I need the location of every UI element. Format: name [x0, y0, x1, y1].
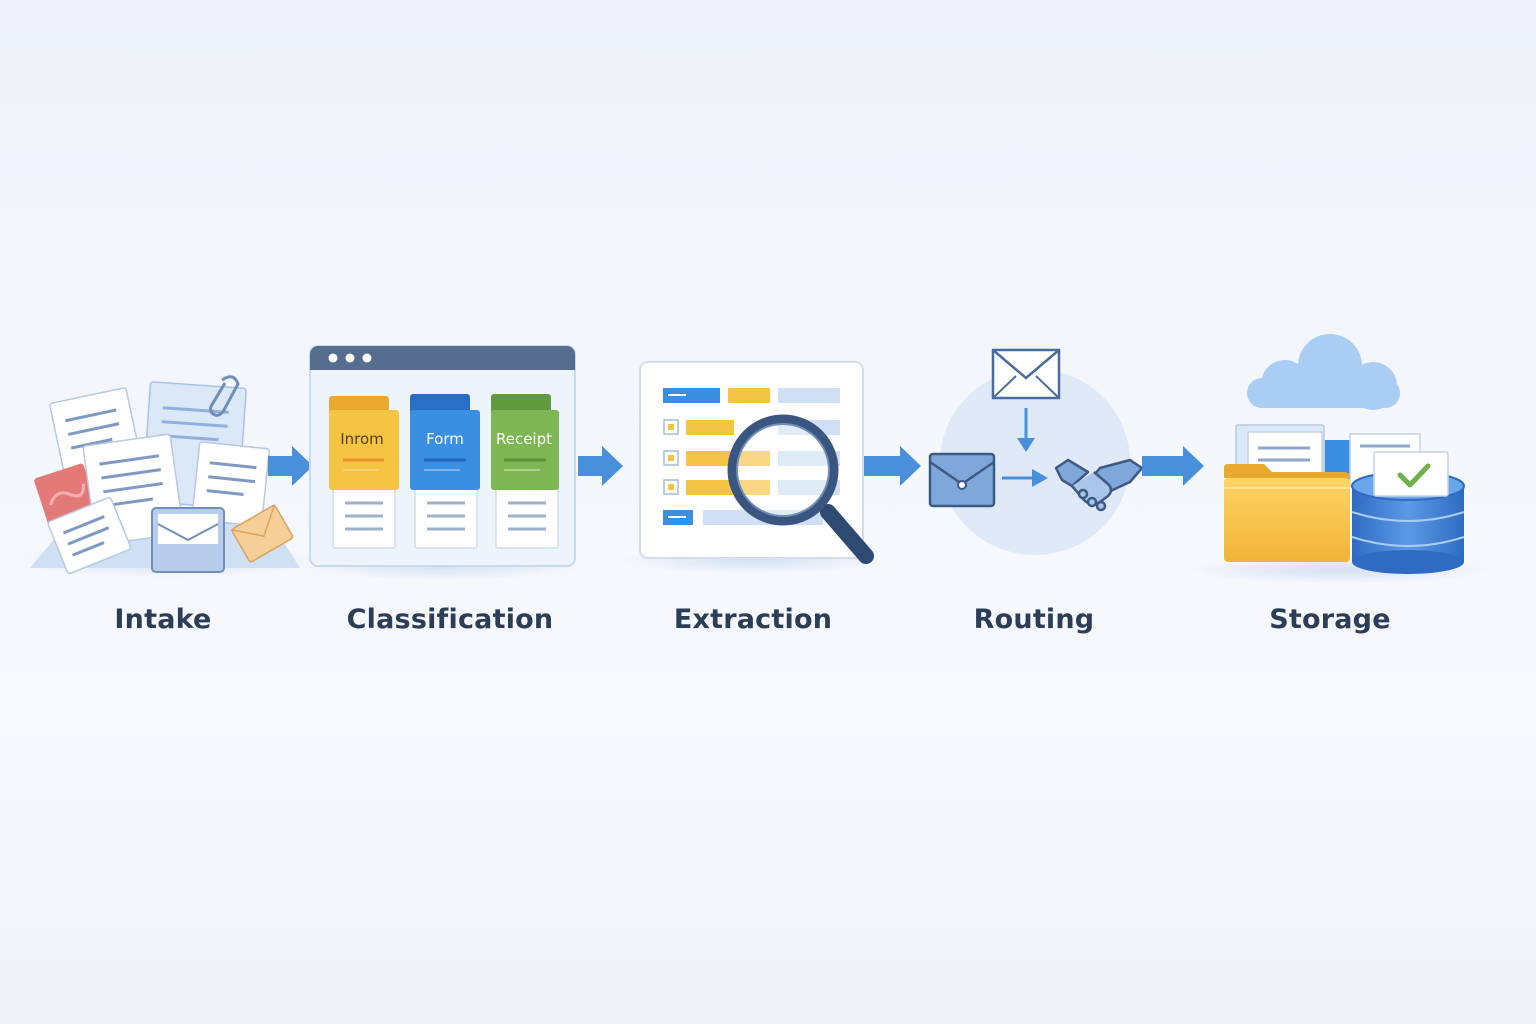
stage-label-intake: Intake — [114, 604, 212, 635]
storage-icon — [1190, 334, 1490, 584]
flow-arrow-3 — [864, 446, 921, 486]
stage-label-classification: Classification — [346, 604, 554, 635]
stage-label-storage: Storage — [1269, 604, 1391, 635]
check-icon — [1397, 463, 1431, 488]
classification-icon: Inrom Form Receipt — [302, 345, 582, 580]
flow-arrow-1 — [268, 446, 313, 486]
folder-label-form: Form — [426, 430, 464, 448]
folder-inrom — [329, 410, 399, 490]
stage-label-routing: Routing — [973, 604, 1095, 635]
flow-arrow-4 — [1142, 446, 1204, 486]
folder-label-receipt: Receipt — [496, 430, 552, 448]
routing-icon — [928, 348, 1144, 555]
stage-label-extraction: Extraction — [673, 604, 833, 635]
folder-form — [410, 410, 480, 490]
folder-label-inrom: Inrom — [340, 430, 384, 448]
handshake-icon — [1054, 458, 1144, 512]
cloud-icon — [1247, 334, 1400, 410]
magnifier-icon — [727, 414, 874, 564]
folder-receipt — [491, 410, 559, 490]
flow-arrow-2 — [578, 446, 623, 486]
intake-icon — [15, 375, 315, 578]
extraction-icon — [622, 361, 882, 574]
